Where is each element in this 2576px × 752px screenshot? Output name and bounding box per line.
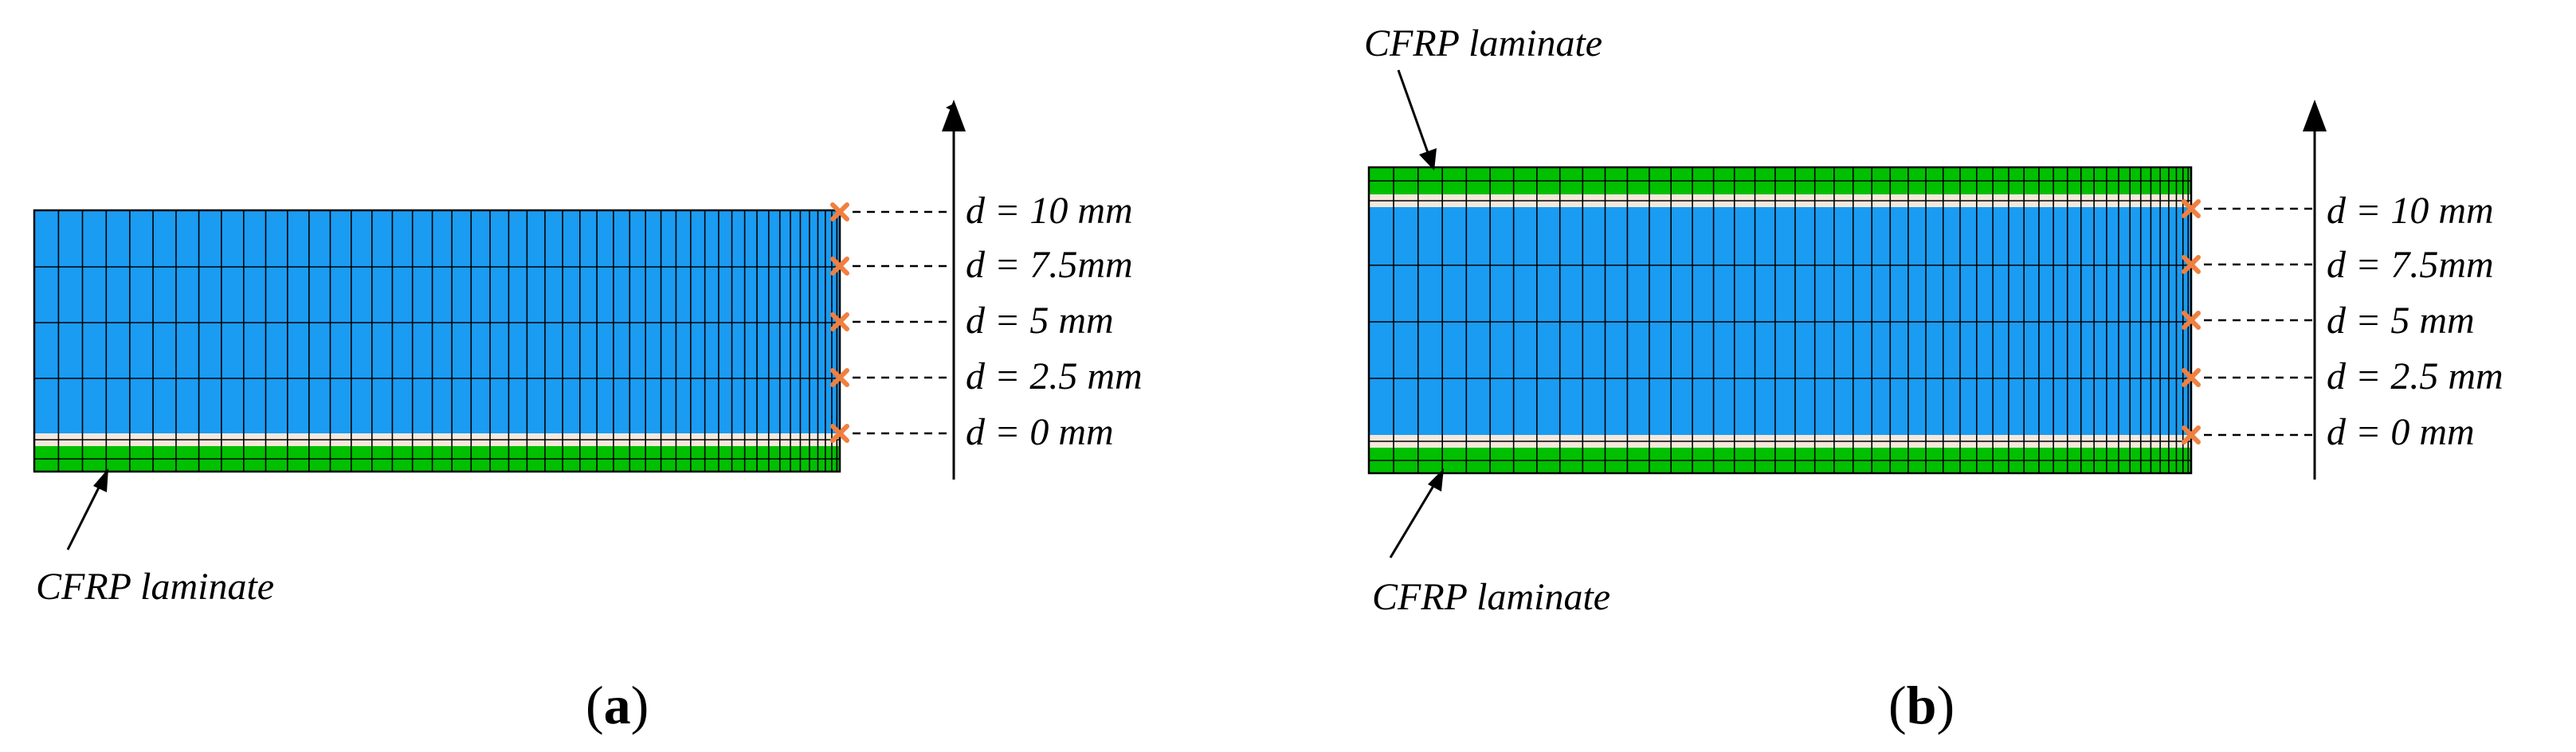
depth-label-a-0: d = 0 mm xyxy=(966,411,1114,453)
x-marker-icon xyxy=(830,312,849,331)
depth-label-a-10: d = 10 mm xyxy=(966,190,1133,232)
mesh-a xyxy=(33,209,841,473)
cfrp-pointer-head-a-icon xyxy=(93,468,108,492)
cfrp-label-a: CFRP laminate xyxy=(36,566,274,608)
up-arrow-head-icon xyxy=(942,100,966,131)
x-marker-icon xyxy=(830,257,849,276)
x-marker-icon xyxy=(2182,199,2201,218)
x-marker-icon xyxy=(2182,311,2201,330)
depth-label-b-2-5: d = 2.5 mm xyxy=(2327,355,2503,398)
depth-label-a-2-5: d = 2.5 mm xyxy=(966,355,1143,398)
mesh-outline xyxy=(33,209,841,473)
cfrp-pointer-a xyxy=(66,477,105,550)
concrete-fill xyxy=(1369,207,2191,435)
depth-label-b-0: d = 0 mm xyxy=(2327,411,2475,453)
depth-label-b-7-5: d = 7.5mm xyxy=(2327,244,2494,286)
depth-label-b-10: d = 10 mm xyxy=(2327,190,2494,232)
panel-caption-a: (a) xyxy=(586,675,649,735)
mesh-b xyxy=(1367,166,2193,475)
up-arrow-head-icon xyxy=(2303,100,2327,131)
x-marker-icon xyxy=(830,368,849,387)
depth-label-b-5: d = 5 mm xyxy=(2327,300,2475,342)
x-marker-icon xyxy=(2182,255,2201,274)
x-marker-icon xyxy=(830,424,849,443)
cfrp-pointer-head-b-bottom-icon xyxy=(1428,468,1444,492)
cfrp-pointer-head-b-top-icon xyxy=(1419,148,1437,170)
depth-label-a-7-5: d = 7.5mm xyxy=(966,244,1133,286)
depth-label-a-5: d = 5 mm xyxy=(966,300,1114,342)
x-marker-icon xyxy=(2182,368,2201,387)
cfrp-pointer-b-bottom xyxy=(1389,477,1440,558)
concrete-fill xyxy=(34,210,840,433)
x-marker-icon xyxy=(2182,425,2201,445)
cfrp-label-b-top: CFRP laminate xyxy=(1364,22,1602,65)
panel-caption-b: (b) xyxy=(1888,675,1955,735)
panel-a: d = 10 mm d = 7.5mm d = 5 mm d = 2.5 mm … xyxy=(33,100,1143,735)
depth-guides-b xyxy=(2182,199,2313,445)
cfrp-label-b-bottom: CFRP laminate xyxy=(1372,576,1610,618)
panel-b: d = 10 mm d = 7.5mm d = 5 mm d = 2.5 mm … xyxy=(1364,22,2503,735)
x-marker-icon xyxy=(830,202,849,221)
depth-guides-a xyxy=(830,202,952,443)
cfrp-pointer-b-top xyxy=(1397,69,1432,160)
